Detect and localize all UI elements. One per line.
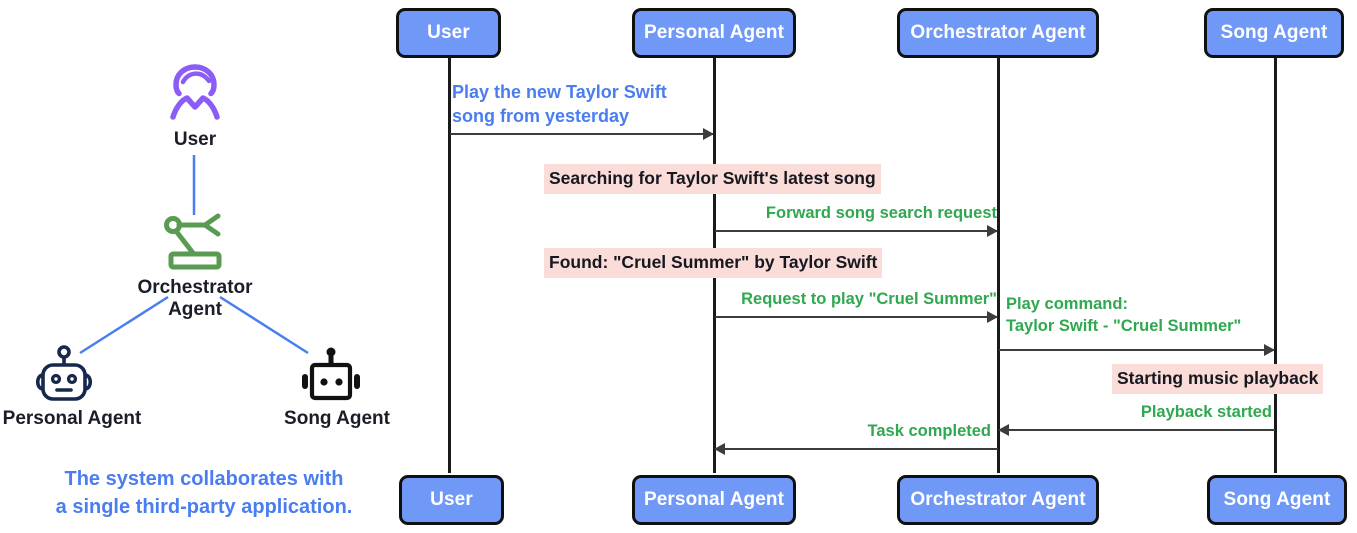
note-n3: Starting music playback — [1112, 364, 1324, 394]
message-arrow-m1 — [450, 128, 714, 140]
diagram-caption: The system collaborates with a single th… — [55, 468, 353, 518]
message-arrow-m3 — [715, 311, 998, 323]
arrowhead-icon — [1264, 344, 1275, 356]
message-arrow-m4 — [999, 344, 1275, 356]
message-label-m5: Playback started — [1140, 403, 1272, 421]
note-n1: Searching for Taylor Swift's latest song — [544, 164, 881, 194]
actor-box-song-top[interactable]: Song Agent — [1204, 8, 1344, 58]
lifeline-orchestrator — [997, 58, 1000, 473]
arrowhead-icon — [714, 443, 725, 455]
actor-box-song-bottom[interactable]: Song Agent — [1207, 475, 1347, 525]
actor-box-user-bottom[interactable]: User — [399, 475, 504, 525]
legend-label-user: User — [173, 129, 217, 150]
arrowhead-icon — [987, 225, 998, 237]
user-avatar-icon — [170, 64, 220, 120]
actor-box-user-top[interactable]: User — [396, 8, 501, 58]
note-n2: Found: "Cruel Summer" by Taylor Swift — [544, 248, 883, 278]
message-label-m3: Request to play "Cruel Summer" — [741, 290, 997, 308]
robot-square-head-icon — [302, 347, 360, 401]
robot-round-head-icon — [35, 345, 93, 401]
message-label-m6: Task completed — [867, 422, 991, 440]
legend-connector-user-orchestrator — [192, 155, 196, 215]
legend-connector-orchestrator-personal — [79, 295, 169, 355]
message-arrow-m2 — [715, 225, 998, 237]
actor-box-orchestrator-top[interactable]: Orchestrator Agent — [897, 8, 1099, 58]
message-arrow-m5 — [998, 424, 1275, 436]
legend-label-personal-agent: Personal Agent — [2, 408, 142, 429]
actor-box-orchestrator-bottom[interactable]: Orchestrator Agent — [897, 475, 1099, 525]
robot-arm-icon — [164, 213, 222, 270]
message-label-m1: Play the new Taylor Swift song from yest… — [452, 82, 667, 126]
actor-box-personal-top[interactable]: Personal Agent — [632, 8, 796, 58]
legend-label-orchestrator: Orchestrator Agent — [137, 277, 253, 321]
lifeline-user — [448, 58, 451, 473]
message-arrow-m6 — [714, 443, 998, 455]
arrowhead-icon — [998, 424, 1009, 436]
lifeline-song — [1274, 58, 1277, 473]
message-label-m4: Play command: Taylor Swift - "Cruel Summ… — [1006, 295, 1242, 335]
actor-box-personal-bottom[interactable]: Personal Agent — [632, 475, 796, 525]
arrowhead-icon — [987, 311, 998, 323]
arrowhead-icon — [703, 128, 714, 140]
legend-label-song-agent: Song Agent — [284, 408, 390, 429]
message-label-m2: Forward song search request — [765, 204, 997, 222]
legend-connector-orchestrator-song — [219, 295, 309, 355]
